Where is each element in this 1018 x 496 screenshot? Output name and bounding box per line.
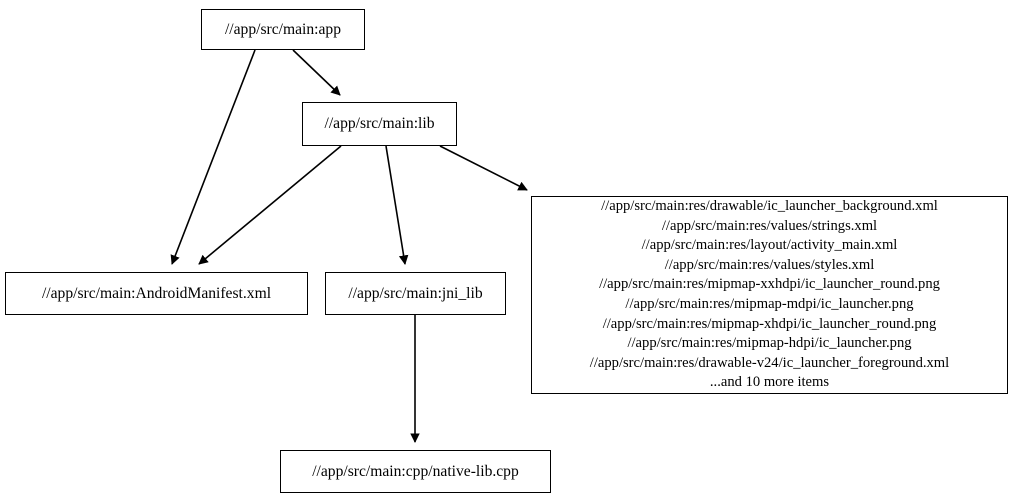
graph-node-native-lib-cpp-label: //app/src/main:cpp/native-lib.cpp: [312, 462, 519, 480]
graph-node-jni-lib[interactable]: //app/src/main:jni_lib: [325, 272, 506, 315]
graph-node-android-manifest[interactable]: //app/src/main:AndroidManifest.xml: [5, 272, 308, 315]
graph-node-jni-lib-label: //app/src/main:jni_lib: [348, 284, 483, 302]
graph-node-lib[interactable]: //app/src/main:lib: [302, 102, 457, 146]
edge-app-to-lib: [292, 49, 341, 96]
graph-node-res-group-label: //app/src/main:res/drawable/ic_launcher_…: [589, 198, 950, 391]
graph-node-res-group[interactable]: //app/src/main:res/drawable/ic_launcher_…: [531, 196, 1008, 394]
graph-node-lib-label: //app/src/main:lib: [324, 115, 435, 133]
graph-node-android-manifest-label: //app/src/main:AndroidManifest.xml: [41, 284, 272, 302]
graph-node-native-lib-cpp[interactable]: //app/src/main:cpp/native-lib.cpp: [280, 450, 551, 493]
graph-node-app[interactable]: //app/src/main:app: [201, 9, 365, 50]
edge-lib-to-res: [439, 145, 528, 191]
graph-node-app-label: //app/src/main:app: [224, 20, 342, 38]
edge-lib-to-manifest: [198, 145, 342, 265]
edge-lib-to-jni-lib: [385, 145, 409, 265]
edge-app-to-manifest: [170, 49, 256, 265]
